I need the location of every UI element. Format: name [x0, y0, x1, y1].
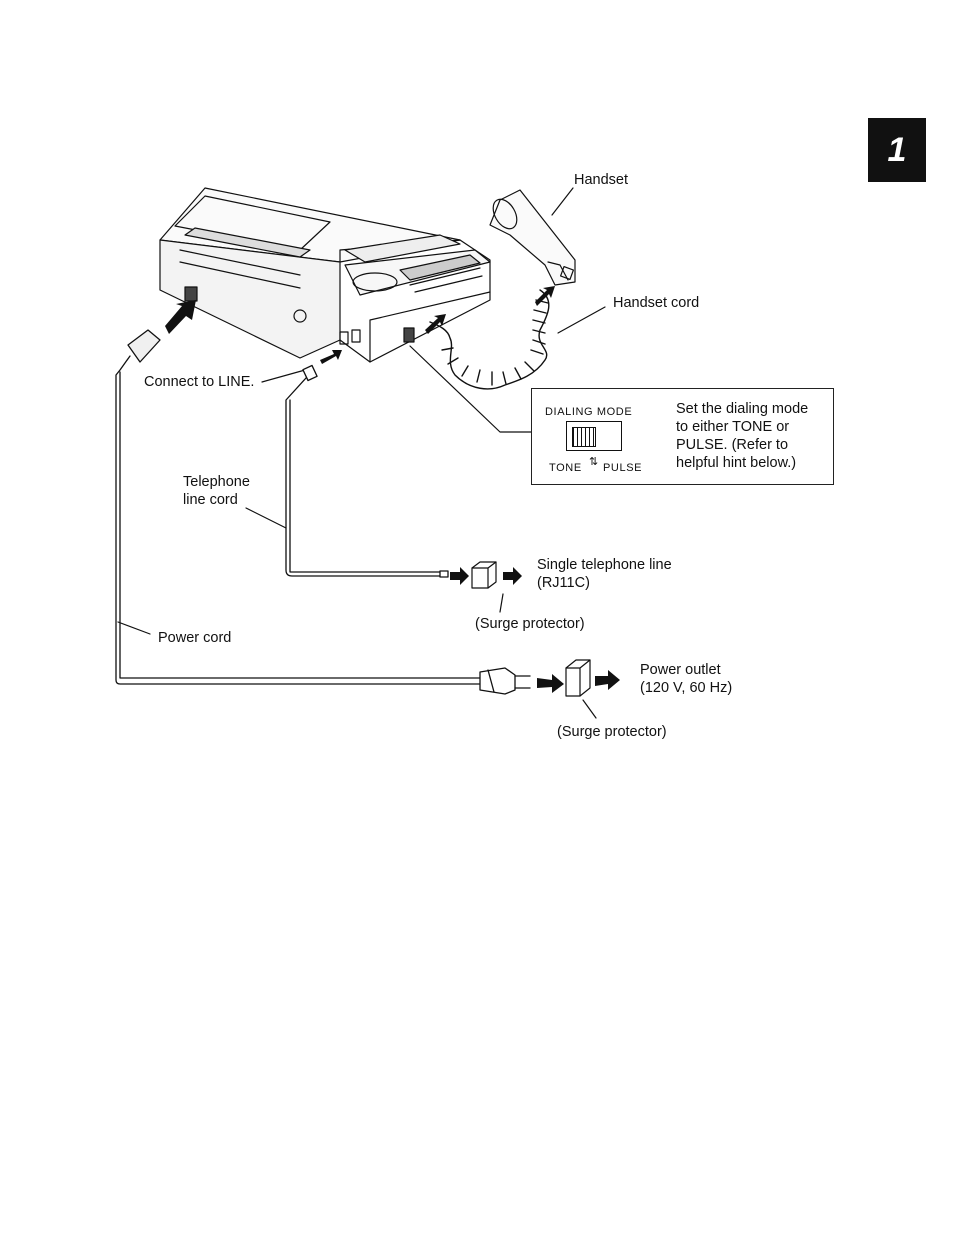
- dialing-mode-switch[interactable]: [566, 421, 622, 451]
- tone-label: TONE: [549, 459, 582, 477]
- surge-protector-label-2: (Surge protector): [557, 723, 667, 741]
- telephone-line-cord-label-1: Telephone: [183, 473, 250, 491]
- dialing-text-3: PULSE. (Refer to: [676, 436, 788, 454]
- single-telephone-line-label-2: (RJ11C): [537, 574, 590, 592]
- handset-label: Handset: [574, 171, 628, 189]
- fax-machine-illustration: [160, 188, 490, 362]
- dialing-text-1: Set the dialing mode: [676, 400, 808, 418]
- single-telephone-line-label-1: Single telephone line: [537, 556, 672, 574]
- surge-protector-phone: [472, 562, 496, 588]
- handset-illustration: [488, 190, 575, 285]
- telephone-line-cord-label-2: line cord: [183, 491, 238, 509]
- power-outlet-label-1: Power outlet: [640, 661, 721, 679]
- dialing-text-4: helpful hint below.): [676, 454, 796, 472]
- dialing-mode-box: DIALING MODE TONE ⇅ PULSE Set the dialin…: [531, 388, 834, 485]
- handset-cord-label: Handset cord: [613, 294, 699, 312]
- coiled-cord: [430, 290, 549, 389]
- surge-protector-power: [566, 660, 590, 696]
- dialing-text-2: to either TONE or: [676, 418, 789, 436]
- dialing-mode-title: DIALING MODE: [545, 403, 632, 421]
- pulse-label: PULSE: [603, 459, 642, 477]
- power-cord-label: Power cord: [158, 629, 231, 647]
- switch-direction-icon: ⇅: [589, 453, 598, 471]
- telephone-line-cord: [286, 365, 448, 577]
- switch-slider: [572, 427, 596, 447]
- surge-protector-label-1: (Surge protector): [475, 615, 585, 633]
- power-outlet-label-2: (120 V, 60 Hz): [640, 679, 732, 697]
- connect-to-line-label: Connect to LINE.: [144, 373, 254, 391]
